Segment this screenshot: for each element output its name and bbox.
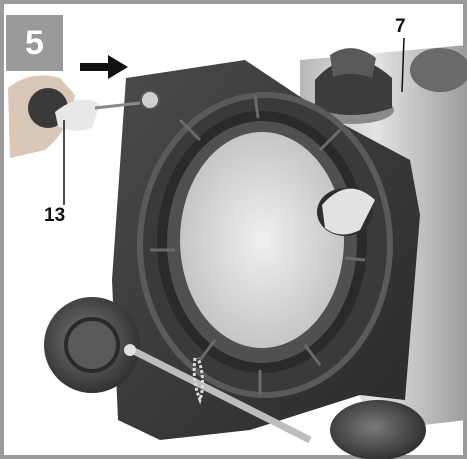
axle-rod [126, 344, 312, 444]
side-latch-clip [322, 188, 375, 235]
held-clip-tab [55, 99, 100, 131]
insertion-arrow-icon [80, 55, 128, 79]
callout-label-13: 13 [44, 205, 66, 226]
mounting-pin [140, 90, 160, 110]
left-wheel-hub [64, 317, 120, 373]
callout-7-leader [401, 37, 405, 93]
clip-pin [94, 101, 141, 110]
frame-ribs [150, 94, 366, 395]
drum-opening [180, 132, 344, 348]
step-number-badge: 5 [6, 15, 63, 71]
knob-grip [330, 48, 376, 78]
retaining-chain [192, 357, 205, 405]
callout-label-7: 7 [395, 16, 406, 37]
drum-top-edge [410, 48, 467, 92]
axle-cap [124, 344, 136, 356]
right-wheel [330, 400, 426, 459]
